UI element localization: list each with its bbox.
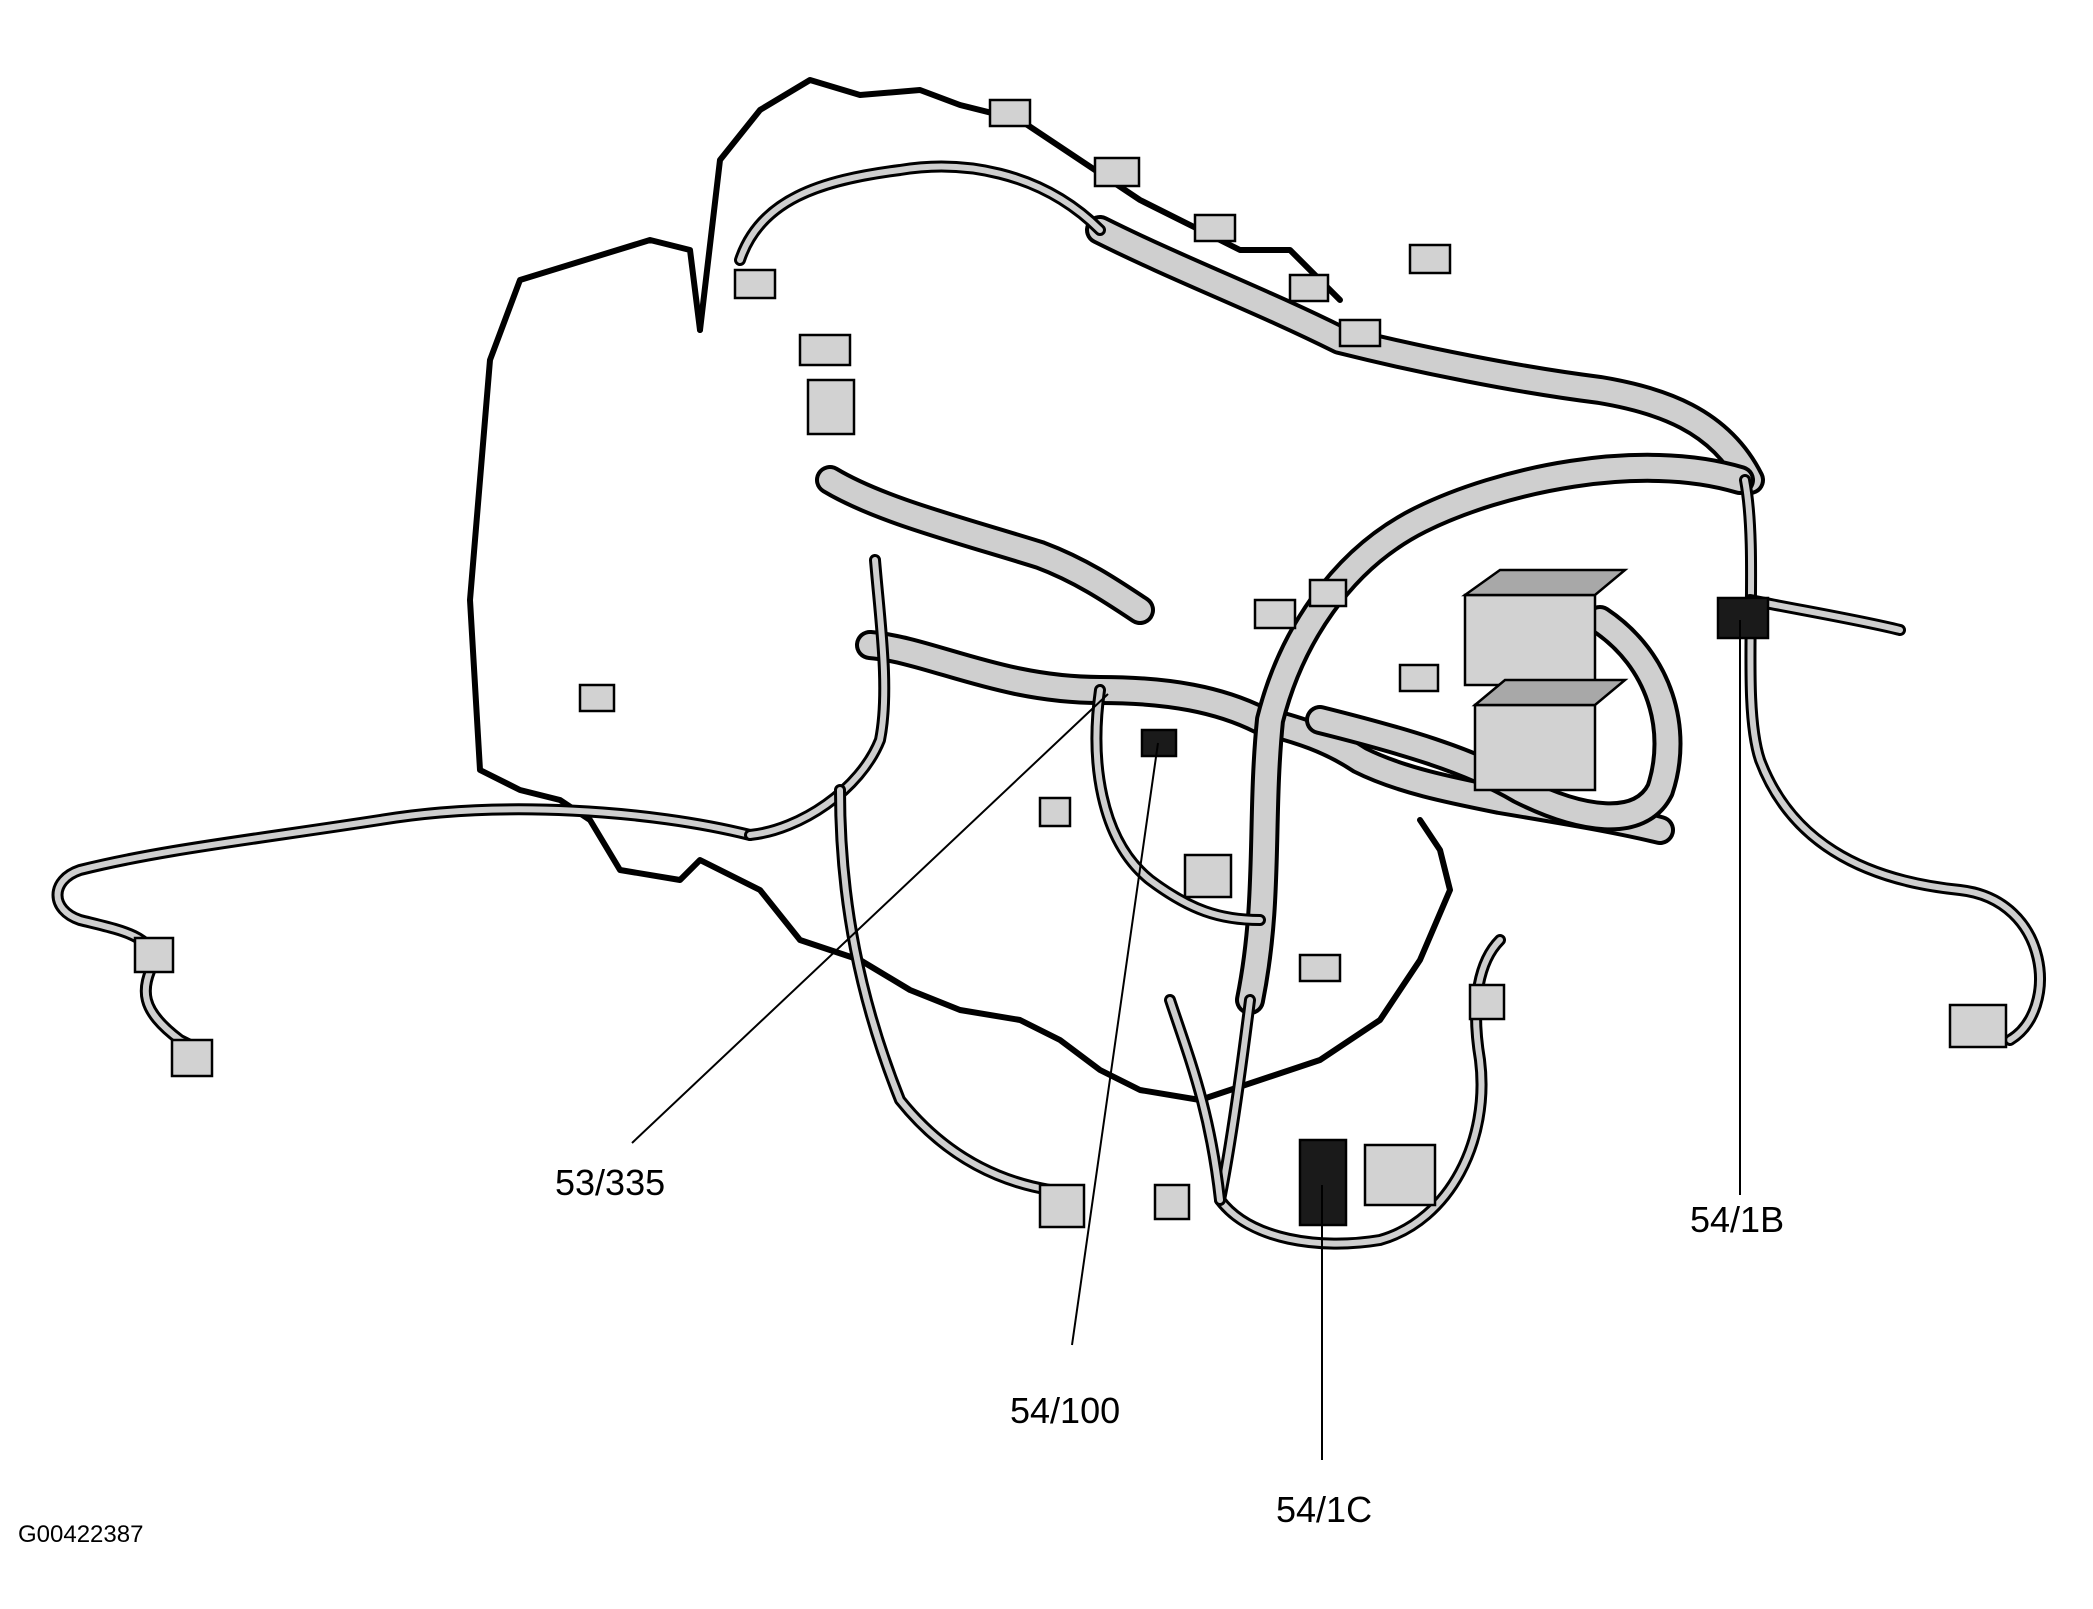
connector-54-1b (1716, 596, 1770, 640)
connector (1038, 796, 1072, 828)
callout-label-54-100: 54/100 (1010, 1390, 1120, 1431)
leader-53-335 (631, 693, 1109, 1144)
connector (806, 378, 856, 436)
connector (1363, 1143, 1437, 1207)
leader-54-100 (1071, 742, 1159, 1346)
connector (1948, 1003, 2008, 1049)
relay-box (1463, 593, 1597, 687)
connector (1298, 953, 1342, 983)
connector (1288, 273, 1330, 303)
connector (1093, 156, 1141, 188)
connector-54-100 (1140, 728, 1178, 758)
connector (733, 268, 777, 300)
harness-branches (51, 160, 2046, 1250)
callout-label-54-1c: 54/1C (1276, 1489, 1372, 1530)
figure-code: G00422387 (18, 1521, 143, 1548)
connectors (133, 98, 2008, 1229)
connector (578, 683, 616, 713)
connector (798, 333, 852, 367)
connector (1468, 983, 1506, 1021)
connector (1253, 598, 1297, 630)
connector (133, 936, 175, 974)
connector (170, 1038, 214, 1078)
connector (1183, 853, 1233, 899)
relay-box-side (1461, 568, 1629, 597)
engine-outline (467, 237, 1453, 1103)
callout-label-54-1b: 54/1B (1690, 1199, 1784, 1240)
relay-box (1473, 703, 1597, 792)
connector (1193, 213, 1237, 243)
connector (1408, 243, 1452, 275)
connector (1038, 1183, 1086, 1229)
relay-box-side (1471, 678, 1629, 707)
connector (1338, 318, 1382, 348)
connector (1153, 1183, 1191, 1221)
connector (1308, 578, 1348, 608)
leader-lines (631, 620, 1741, 1460)
connector (988, 98, 1032, 128)
connector (1398, 663, 1440, 693)
callout-label-53-335: 53/335 (555, 1162, 665, 1203)
